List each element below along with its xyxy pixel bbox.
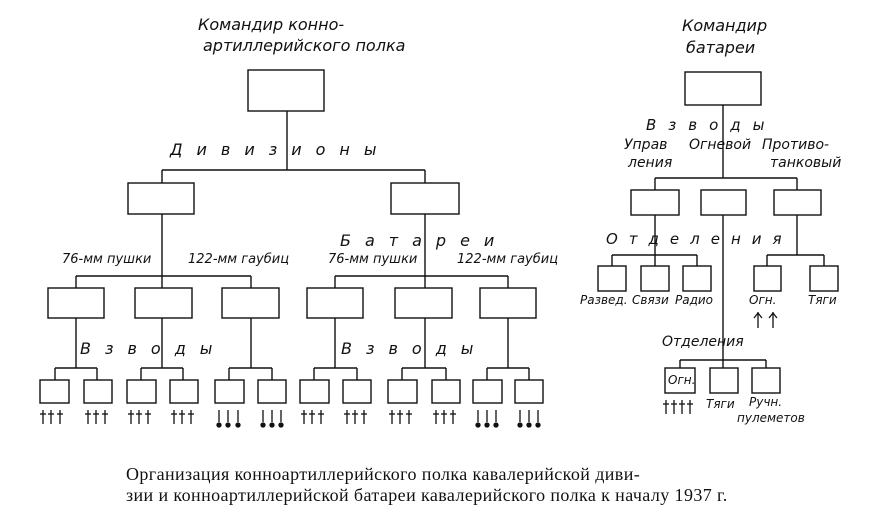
platoon-fire-label: Огневой xyxy=(689,137,752,153)
platoon-antitank-label-line2: танковый xyxy=(770,155,842,171)
platoon-box xyxy=(257,379,287,404)
platoon-control-box xyxy=(630,189,680,216)
battery-box-6 xyxy=(479,287,537,319)
platoon-box xyxy=(126,379,157,404)
platoons-label-1: Взводы xyxy=(80,339,227,358)
sections-label: Отделения xyxy=(606,230,793,248)
gun-symbols xyxy=(40,311,778,428)
platoon-control-label-line1: Управ xyxy=(624,137,668,153)
division-box-2 xyxy=(390,182,460,215)
gun-symbol-icon xyxy=(344,410,367,424)
battery-box-4 xyxy=(306,287,364,319)
battery-commander-box xyxy=(684,71,762,106)
section-signals-box xyxy=(640,265,670,292)
howitzer-symbol-icon xyxy=(260,410,284,428)
battery-commander-title-line1: Командир xyxy=(682,16,768,35)
caption-line-2: зии и конноартиллерийской батареи кавале… xyxy=(126,485,728,506)
platoon-box xyxy=(431,379,461,404)
platoon-box xyxy=(39,379,70,404)
gun-symbol-icon xyxy=(663,400,693,414)
section-fire-box xyxy=(753,265,782,292)
caption-line-1: Организация конноартиллерийского полка к… xyxy=(126,464,641,484)
batteries-label: Батареи xyxy=(340,231,509,250)
section2-fire-box xyxy=(664,367,696,394)
platoon-antitank-label-line1: Противо- xyxy=(762,137,830,153)
battery-box-1 xyxy=(47,287,105,319)
platoon-box xyxy=(299,379,330,404)
section2-traction-box xyxy=(709,367,739,394)
section-traction-label: Тяги xyxy=(808,293,837,307)
platoon-box xyxy=(342,379,372,404)
section2-traction-label: Тяги xyxy=(706,397,735,411)
section-recon-label: Развед. xyxy=(580,293,628,307)
platoon-box xyxy=(83,379,113,404)
guns-76-label-2: 76-мм пушки xyxy=(328,252,418,267)
division-box-1 xyxy=(127,182,195,215)
section-radio-label: Радио xyxy=(675,293,714,307)
platoon-fire-box xyxy=(700,189,747,216)
platoon-antitank-box xyxy=(773,189,822,216)
gun-symbol-icon xyxy=(40,410,63,424)
divisions-label: Дивизионы xyxy=(170,140,391,159)
howitzer-symbol-icon xyxy=(475,410,499,428)
platoon-control-label-line2: ления xyxy=(628,155,673,171)
antitank-gun-symbol-icon xyxy=(753,311,778,328)
battery-box-2 xyxy=(134,287,193,319)
section2-fire-label: Огн. xyxy=(668,373,696,387)
section2-mg-label-line1: Ручн. xyxy=(749,395,783,409)
gun-symbol-icon xyxy=(85,410,108,424)
gun-symbol-icon xyxy=(301,410,324,424)
howitzers-122-label-2: 122-мм гаубиц xyxy=(457,252,559,267)
battery-platoons-label: Взводы xyxy=(646,116,777,134)
guns-76-label-1: 76-мм пушки xyxy=(62,252,152,267)
figure-caption: Организация конноартиллерийского полка к… xyxy=(126,464,866,506)
section-recon-box xyxy=(597,265,627,292)
section-traction-box xyxy=(809,265,839,292)
platoon-box xyxy=(387,379,418,404)
howitzer-symbol-icon xyxy=(216,410,241,428)
section-fire-label: Огн. xyxy=(749,293,777,307)
battery-box-3 xyxy=(221,287,280,319)
regiment-commander-box xyxy=(247,69,325,112)
gun-symbol-icon xyxy=(128,410,151,424)
howitzers-122-label-1: 122-мм гаубиц xyxy=(188,252,290,267)
section-signals-label: Связи xyxy=(632,293,669,307)
platoon-box xyxy=(214,379,245,404)
regiment-commander-title-line2: артиллерийского полка xyxy=(203,36,406,55)
section2-mg-box xyxy=(751,367,781,394)
gun-symbol-icon xyxy=(171,410,194,424)
howitzer-symbol-icon xyxy=(517,410,541,428)
platoon-box xyxy=(472,379,503,404)
battery-box-5 xyxy=(394,287,453,319)
section-radio-box xyxy=(682,265,712,292)
sections-label-2: Отделения xyxy=(662,334,744,350)
regiment-commander-title-line1: Командир конно- xyxy=(198,15,345,34)
gun-symbol-icon xyxy=(389,410,412,424)
platoon-box xyxy=(169,379,199,404)
gun-symbol-icon xyxy=(433,410,456,424)
platoon-box xyxy=(514,379,544,404)
platoons-label-2: Взводы xyxy=(341,339,488,358)
section2-mg-label-line2: пулеметов xyxy=(737,411,805,425)
battery-commander-title-line2: батареи xyxy=(686,38,756,57)
